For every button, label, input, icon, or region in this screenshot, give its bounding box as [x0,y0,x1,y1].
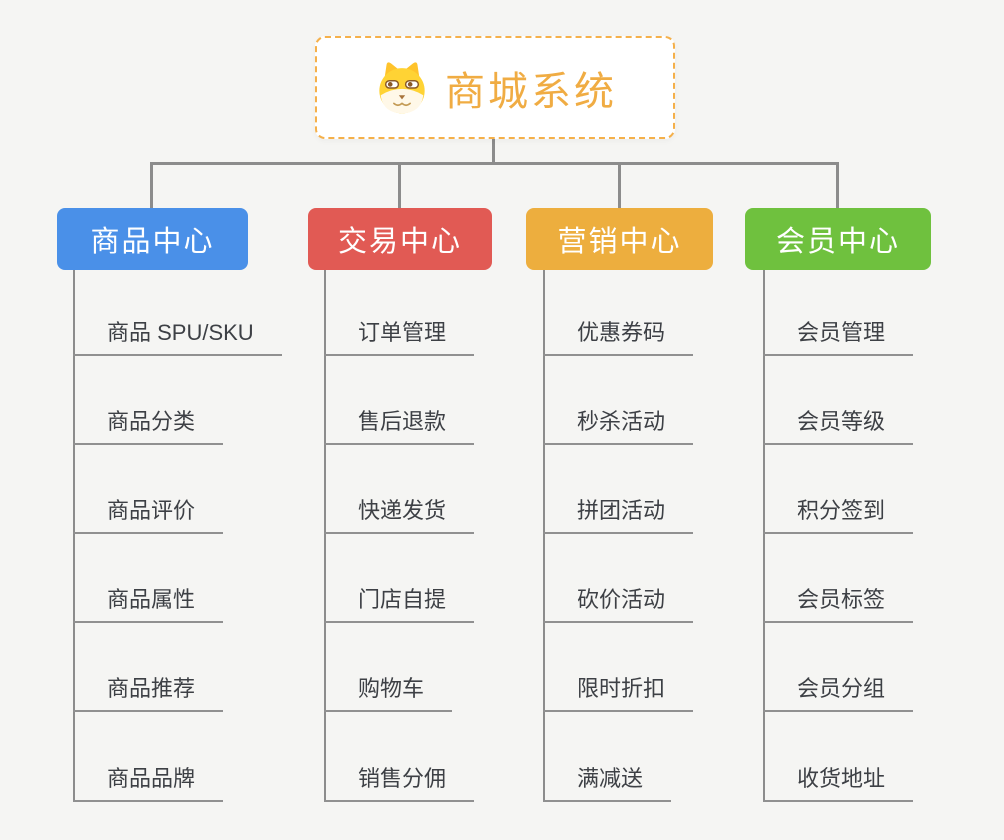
branch-product-center[interactable]: 商品中心 [57,208,248,270]
leaf-node[interactable]: 会员等级 [763,407,914,445]
leaf-node[interactable]: 秒杀活动 [543,407,694,445]
leaf-node[interactable]: 商品推荐 [73,674,224,712]
connector-stub-product [150,163,153,209]
branch-label: 营销中心 [557,226,682,258]
connector-trunk [543,270,545,802]
leaf-node[interactable]: 拼团活动 [543,496,694,534]
leaf-node[interactable]: 会员标签 [763,585,914,623]
leaf-node[interactable]: 商品分类 [73,407,224,445]
leaf-node[interactable]: 销售分佣 [324,764,475,802]
branch-label: 商品中心 [90,226,215,258]
connector-stub-trade [398,163,401,209]
leaf-node[interactable]: 商品属性 [73,585,224,623]
leaf-node[interactable]: 限时折扣 [543,674,694,712]
branch-label: 会员中心 [775,226,900,258]
connector-trunk [763,270,765,802]
leaf-node[interactable]: 快递发货 [324,496,475,534]
leaf-node[interactable]: 售后退款 [324,407,475,445]
leaf-node[interactable]: 积分签到 [763,496,914,534]
leaf-node[interactable]: 优惠券码 [543,318,694,356]
leaf-node[interactable]: 商品品牌 [73,764,224,802]
connector-stub-marketing [618,163,621,209]
root-title: 商城系统 [445,69,617,114]
connector-stub-member [836,163,839,209]
leaf-node[interactable]: 购物车 [324,674,453,712]
column-member-children: 会员管理 会员等级 积分签到 会员标签 会员分组 收货地址 [763,270,1004,810]
connector-bus [150,162,839,165]
connector-trunk [73,270,75,802]
branch-label: 交易中心 [337,226,462,258]
leaf-node[interactable]: 门店自提 [324,585,475,623]
column-marketing-children: 优惠券码 秒杀活动 拼团活动 砍价活动 限时折扣 满减送 [543,270,793,810]
column-trade-children: 订单管理 售后退款 快递发货 门店自提 购物车 销售分佣 [324,270,574,810]
leaf-node[interactable]: 收货地址 [763,764,914,802]
dog-icon [379,61,425,113]
branch-trade-center[interactable]: 交易中心 [308,208,492,270]
leaf-node[interactable]: 会员分组 [763,674,914,712]
leaf-node[interactable]: 砍价活动 [543,585,694,623]
leaf-node[interactable]: 订单管理 [324,318,475,356]
leaf-node[interactable]: 商品 SPU/SKU [73,318,282,356]
leaf-node[interactable]: 满减送 [543,764,672,802]
leaf-node[interactable]: 会员管理 [763,318,914,356]
column-product-children: 商品 SPU/SKU 商品分类 商品评价 商品属性 商品推荐 商品品牌 [73,270,323,810]
branch-marketing-center[interactable]: 营销中心 [526,208,713,270]
root-node[interactable]: 商城系统 [315,36,675,139]
connector-root-stem [492,138,495,165]
connector-trunk [324,270,326,802]
branch-member-center[interactable]: 会员中心 [745,208,931,270]
leaf-node[interactable]: 商品评价 [73,496,224,534]
